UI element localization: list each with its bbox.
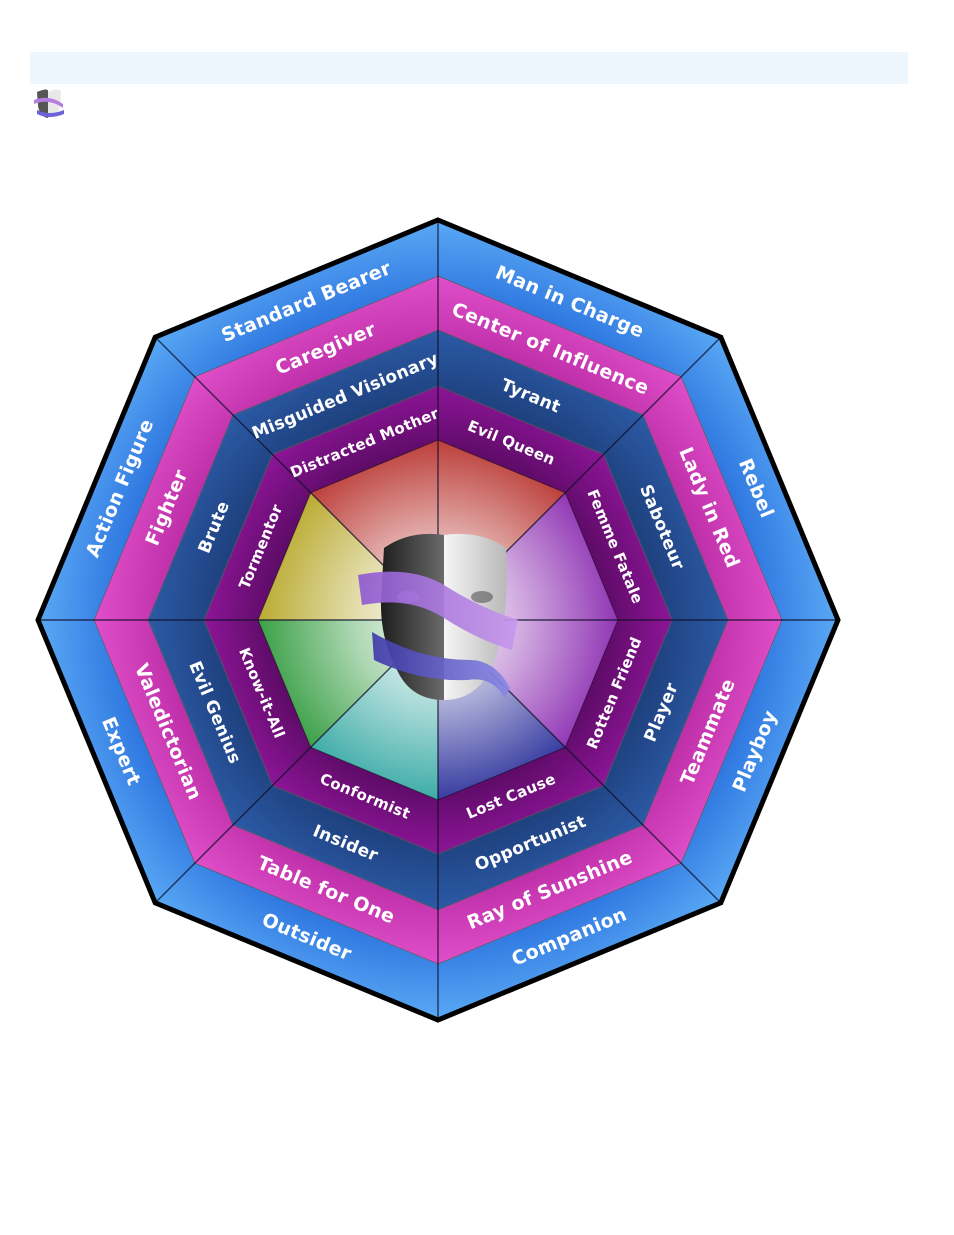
ring-border: [203, 385, 673, 855]
theater-masks-icon: [358, 533, 518, 700]
ring-border: [257, 439, 619, 801]
ring-border: [93, 275, 783, 965]
ring-border: [147, 329, 729, 911]
wheel-outline: [35, 217, 841, 1023]
top-bar: [30, 52, 908, 84]
theater-masks-icon: [34, 89, 64, 118]
